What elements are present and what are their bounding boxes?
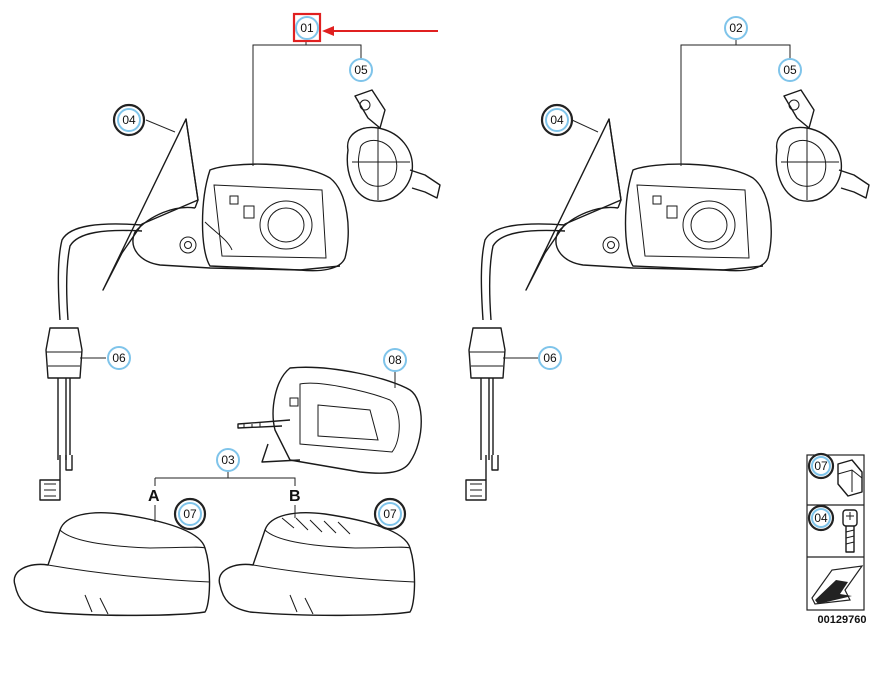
callout-06-right-label: 06 bbox=[543, 351, 557, 365]
legend-callout-07-label: 07 bbox=[814, 459, 828, 473]
callout-02-label: 02 bbox=[729, 21, 743, 35]
callout-02[interactable]: 02 bbox=[724, 16, 748, 40]
direction-arrow-icon bbox=[811, 565, 864, 605]
leader-lines-left bbox=[80, 40, 362, 359]
callout-06-right[interactable]: 06 bbox=[538, 346, 562, 370]
callout-03-label: 03 bbox=[221, 453, 235, 467]
reference-number: 00129760 bbox=[818, 614, 867, 626]
callout-05-left-label: 05 bbox=[354, 63, 368, 77]
callout-05-right[interactable]: 05 bbox=[778, 58, 802, 82]
cover-a bbox=[13, 511, 211, 617]
highlight-01 bbox=[292, 12, 438, 43]
arrow-head-icon bbox=[322, 26, 334, 36]
callout-04-left-label: 04 bbox=[122, 113, 136, 127]
variant-label-b: B bbox=[289, 488, 301, 505]
legend-callout-04-label: 04 bbox=[814, 511, 828, 525]
legend-callout-07[interactable]: 07 bbox=[807, 452, 835, 480]
legend-callout-04[interactable]: 04 bbox=[807, 504, 835, 532]
clip-icon bbox=[837, 459, 863, 497]
leader-lines-right bbox=[503, 40, 791, 359]
callout-07-a-label: 07 bbox=[183, 507, 197, 521]
callout-08-label: 08 bbox=[388, 353, 402, 367]
highlight-box bbox=[292, 12, 322, 43]
leader-lines-03 bbox=[154, 470, 296, 522]
callout-06-left[interactable]: 06 bbox=[107, 346, 131, 370]
callout-04-left[interactable]: 04 bbox=[112, 103, 146, 137]
mirror-assembly-left bbox=[39, 89, 441, 501]
variant-label-a: A bbox=[148, 488, 160, 505]
callout-05-right-label: 05 bbox=[783, 63, 797, 77]
callout-05-left[interactable]: 05 bbox=[349, 58, 373, 82]
callout-01-label: 01 bbox=[300, 21, 314, 35]
callout-04-right[interactable]: 04 bbox=[540, 103, 574, 137]
callout-06-left-label: 06 bbox=[112, 351, 126, 365]
callout-07-b[interactable]: 07 bbox=[373, 497, 407, 531]
cover-b bbox=[218, 511, 416, 617]
callout-08[interactable]: 08 bbox=[383, 348, 407, 372]
screw-icon bbox=[842, 509, 858, 553]
callout-03[interactable]: 03 bbox=[216, 448, 240, 472]
callout-07-b-label: 07 bbox=[383, 507, 397, 521]
callout-07-a[interactable]: 07 bbox=[173, 497, 207, 531]
callout-01[interactable]: 01 bbox=[295, 16, 319, 40]
callout-04-right-label: 04 bbox=[550, 113, 564, 127]
mirror-base-08 bbox=[237, 366, 422, 474]
legend-box bbox=[806, 454, 865, 611]
mirror-assembly-right bbox=[465, 89, 870, 501]
